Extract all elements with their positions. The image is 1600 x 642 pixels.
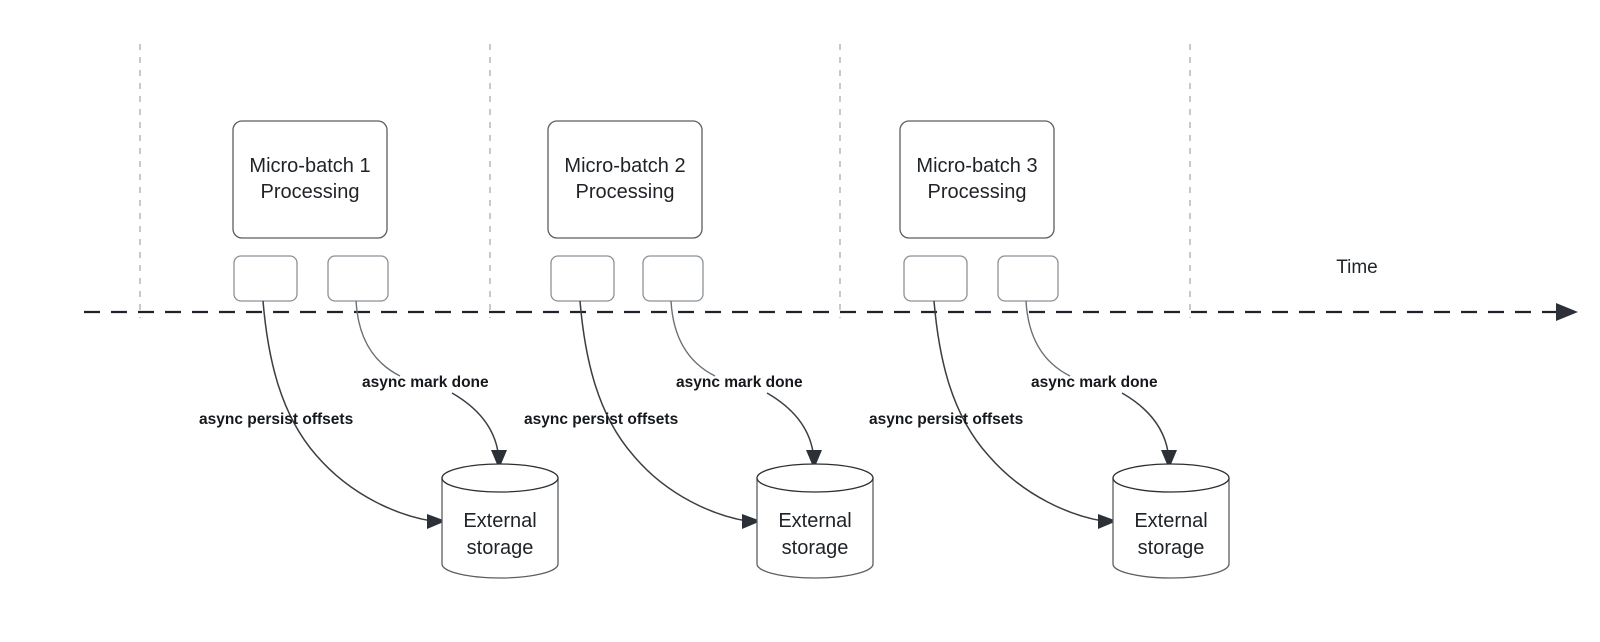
time-axis-label: Time (1336, 257, 1378, 278)
mark-done-edge-1-stub (355, 300, 401, 377)
micro-batch-label-1-line2: Processing (261, 181, 360, 203)
persist-offsets-edge-3 (933, 300, 1104, 522)
time-axis: Time (84, 257, 1578, 321)
mark-done-arrowhead-2 (806, 450, 822, 469)
storage-label-2-line1: External (778, 510, 851, 532)
mark-done-edge-1 (451, 392, 499, 453)
task-box-1-right[interactable] (327, 255, 389, 302)
external-storage-cylinder-3[interactable]: External storage (1112, 463, 1230, 579)
mark-done-edge-2 (766, 392, 814, 453)
micro-batch-box-3[interactable] (899, 120, 1055, 239)
micro-batch-box-2[interactable] (547, 120, 703, 239)
mark-done-edge-3 (1121, 392, 1169, 453)
micro-batch-box-1[interactable] (232, 120, 388, 239)
persist-offsets-arrowhead-1 (427, 514, 446, 529)
storage-label-1-line1: External (463, 510, 536, 532)
micro-batch-label-2-line2: Processing (576, 181, 675, 203)
mark-done-label-1: async mark done (362, 374, 489, 391)
mark-done-edge-3-stub (1025, 300, 1071, 377)
persist-offsets-arrowhead-2 (742, 514, 761, 529)
mark-done-label-3: async mark done (1031, 374, 1158, 391)
persist-offsets-edge-1 (262, 300, 433, 522)
task-box-3-left[interactable] (903, 255, 968, 302)
persist-offsets-arrowhead-3 (1098, 514, 1117, 529)
mark-done-arrowhead-1 (491, 450, 507, 469)
cylinder-top-ellipse-2 (756, 463, 874, 493)
persist-offsets-label-1: async persist offsets (199, 411, 353, 428)
task-box-1-left[interactable] (233, 255, 298, 302)
cylinder-top-ellipse-1 (441, 463, 559, 493)
mark-done-edge-2-stub (670, 300, 716, 377)
external-storage-cylinder-2[interactable]: External storage (756, 463, 874, 579)
mark-done-arrowhead-3 (1161, 450, 1177, 469)
mark-done-label-2: async mark done (676, 374, 803, 391)
task-box-2-right[interactable] (642, 255, 704, 302)
storage-label-3-line2: storage (1138, 537, 1205, 559)
group-3: Micro-batch 3 Processing async persist o… (869, 120, 1230, 579)
micro-batch-label-3-line1: Micro-batch 3 (916, 155, 1037, 177)
storage-label-2-line2: storage (782, 537, 849, 559)
micro-batch-label-2-line1: Micro-batch 2 (564, 155, 685, 177)
persist-offsets-edge-2 (579, 300, 748, 522)
micro-batch-label-3-line2: Processing (928, 181, 1027, 203)
task-box-2-left[interactable] (550, 255, 615, 302)
storage-label-1-line2: storage (467, 537, 534, 559)
cylinder-top-ellipse-3 (1112, 463, 1230, 493)
storage-label-3-line1: External (1134, 510, 1207, 532)
group-1: Micro-batch 1 Processing async persist o… (199, 120, 559, 579)
group-2: Micro-batch 2 Processing async persist o… (524, 120, 874, 579)
persist-offsets-label-3: async persist offsets (869, 411, 1023, 428)
time-axis-arrowhead (1556, 303, 1578, 321)
task-box-3-right[interactable] (997, 255, 1059, 302)
micro-batch-label-1-line1: Micro-batch 1 (249, 155, 370, 177)
external-storage-cylinder-1[interactable]: External storage (441, 463, 559, 579)
persist-offsets-label-2: async persist offsets (524, 411, 678, 428)
